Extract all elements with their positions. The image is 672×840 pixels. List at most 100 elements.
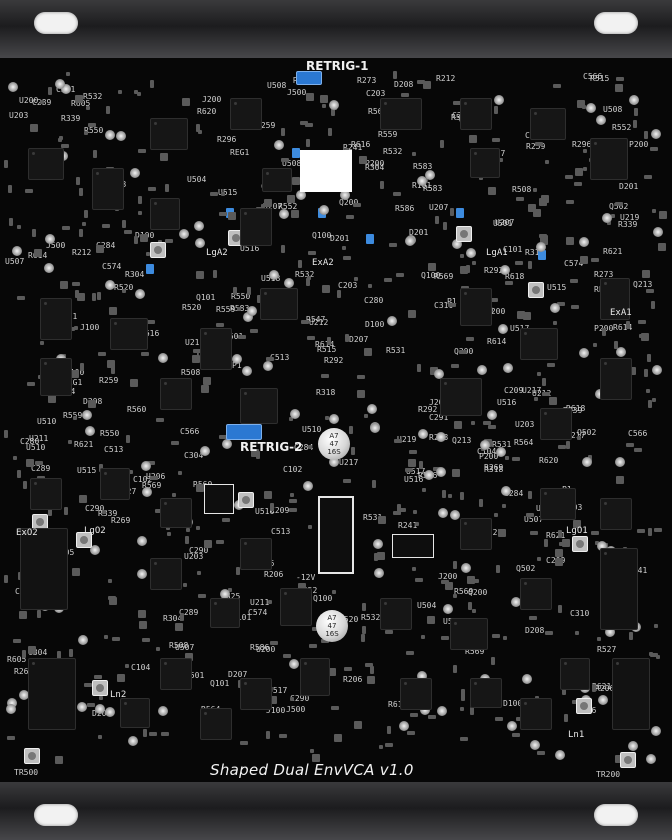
via-pad <box>615 457 625 467</box>
smd-component <box>615 755 623 763</box>
smd-component <box>343 256 351 260</box>
smd-component <box>648 400 652 408</box>
component-designator: R269 <box>111 516 131 525</box>
component-designator: P1 <box>447 297 457 306</box>
smd-component <box>607 221 611 225</box>
smd-component <box>165 239 173 243</box>
pin-header-j500 <box>204 484 234 514</box>
smd-component <box>499 158 503 162</box>
smd-component <box>309 644 317 648</box>
smd-component <box>459 350 467 354</box>
component-designator: R564 <box>368 107 388 116</box>
smd-component <box>460 492 464 500</box>
via-pad <box>511 597 521 607</box>
via-pad <box>105 280 115 290</box>
test-point-tr200[interactable] <box>620 752 636 768</box>
ic-chip <box>520 698 552 730</box>
via-pad <box>141 461 151 471</box>
smd-component <box>308 251 316 255</box>
test-point-tr500[interactable] <box>24 748 40 764</box>
smd-component <box>496 565 500 573</box>
via-pad <box>195 238 205 248</box>
smd-component <box>72 568 80 576</box>
test-point-tr500-label: TR500 <box>14 768 39 777</box>
component-designator: Q100 <box>313 594 333 603</box>
component-designator: R527 <box>597 645 617 654</box>
component-designator: R550 <box>84 126 104 135</box>
component-designator: C574 <box>564 259 584 268</box>
component-designator: Q502 <box>516 564 536 573</box>
via-pad <box>550 303 560 313</box>
cap-label-line-1: A7 <box>329 432 339 440</box>
via-pad <box>367 404 377 414</box>
component-designator: P200 <box>365 159 385 168</box>
smd-component <box>421 635 425 639</box>
power-polarity-label: -12V <box>296 573 316 582</box>
component-designator: U510 <box>302 425 322 434</box>
smd-component <box>4 160 8 168</box>
component-designator: C104 <box>131 663 151 672</box>
component-designator: J200 <box>202 95 222 104</box>
via-pad <box>605 627 615 637</box>
smd-component <box>419 461 423 469</box>
smd-component <box>573 520 581 528</box>
smd-component <box>557 302 565 306</box>
retrig-2-button[interactable] <box>226 424 262 440</box>
ic-chip <box>150 558 182 590</box>
via-pad <box>137 536 147 546</box>
retrig-1-button[interactable] <box>296 71 322 85</box>
smd-component <box>537 751 545 755</box>
smd-component <box>210 192 218 196</box>
component-designator: R206 <box>343 675 363 684</box>
smd-component <box>553 84 561 88</box>
via-pad <box>417 671 427 681</box>
smd-component <box>130 379 138 387</box>
smd-component <box>93 150 97 158</box>
smd-component <box>175 623 183 631</box>
smd-component <box>378 516 386 524</box>
smd-component <box>401 93 409 97</box>
smd-component <box>289 508 297 512</box>
component-designator: R569 <box>465 647 485 656</box>
smd-component <box>354 277 358 281</box>
smd-component <box>647 354 651 362</box>
smd-component <box>108 579 112 583</box>
smd-component <box>180 613 184 621</box>
smd-component <box>408 459 416 467</box>
smd-component <box>325 416 329 420</box>
component-designator: C203 <box>338 281 358 290</box>
smd-component <box>48 395 56 403</box>
smd-component <box>377 552 385 560</box>
smd-component <box>266 731 270 739</box>
smd-component <box>535 142 543 146</box>
blue-smd-component <box>538 250 546 260</box>
component-designator: C284 <box>294 443 314 452</box>
component-designator: R618 <box>566 404 586 413</box>
smd-component <box>183 583 187 587</box>
smd-component <box>512 457 520 461</box>
component-designator: C284 <box>504 489 524 498</box>
smd-component <box>491 657 495 665</box>
smd-component <box>156 647 160 651</box>
ic-chip <box>380 598 412 630</box>
component-designator: J500 <box>287 88 307 97</box>
component-designator: U508 <box>282 159 302 168</box>
ic-chip <box>40 298 72 340</box>
smd-component <box>287 195 295 203</box>
ic-chip <box>240 388 278 424</box>
smd-component <box>629 632 633 640</box>
smd-component <box>580 256 588 264</box>
smd-component <box>651 301 655 309</box>
smd-component <box>142 638 150 642</box>
smd-component <box>201 385 209 393</box>
ic-chip-dip <box>20 528 68 610</box>
smd-component <box>528 261 532 269</box>
component-designator: R618 <box>388 700 408 709</box>
smd-component <box>397 504 401 512</box>
top-mounting-rail <box>0 0 672 58</box>
smd-component <box>654 624 658 628</box>
via-pad <box>296 190 306 200</box>
component-designator: R564 <box>514 438 534 447</box>
smd-component <box>644 175 652 179</box>
ic-chip <box>450 618 488 650</box>
